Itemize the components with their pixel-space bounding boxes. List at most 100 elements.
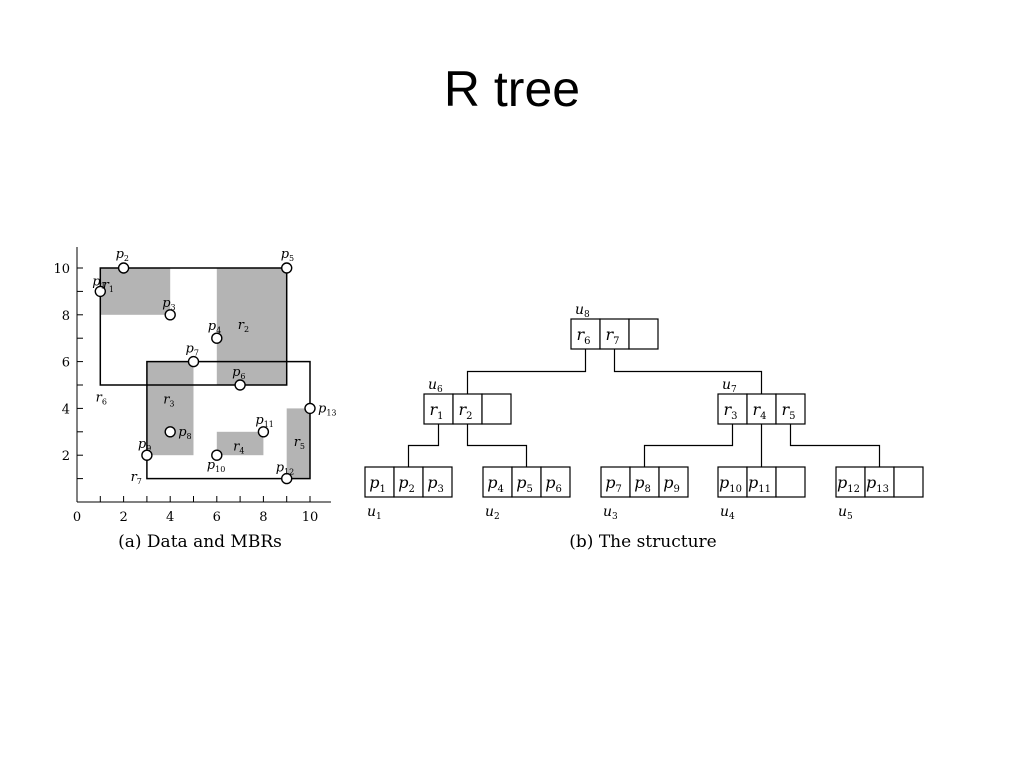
node-slot	[511, 466, 542, 498]
entry-p5: p5	[516, 473, 533, 495]
node-slot	[717, 466, 748, 498]
point-p12	[281, 472, 293, 485]
node-label-u8: u8	[575, 302, 590, 320]
node-slot	[658, 466, 689, 498]
point-label-p5: p5	[281, 247, 294, 263]
tree-edge	[466, 424, 528, 467]
mbr-label-r5: r5	[294, 435, 305, 451]
mbr-label-r1: r1	[103, 278, 114, 294]
panel-b-caption: (b) The structure	[569, 532, 716, 552]
entry-p12: p12	[837, 473, 860, 495]
node-slot	[599, 318, 630, 350]
mbr-r3	[146, 361, 194, 456]
entry-p13: p13	[866, 473, 889, 495]
node-label-u7: u7	[722, 377, 737, 395]
node-slot	[481, 393, 512, 425]
point-label-p11: p11	[255, 413, 274, 429]
entry-p9: p9	[663, 473, 680, 495]
mbr-r7	[146, 360, 311, 480]
point-p5	[281, 262, 293, 274]
entry-p11: p11	[748, 473, 771, 495]
node-label-u3: u3	[603, 504, 618, 522]
entry-r2: r2	[458, 400, 472, 422]
x-tick-label: 8	[259, 510, 267, 525]
point-label-p3: p3	[162, 296, 175, 312]
mbr-label-r3: r3	[163, 393, 174, 409]
point-label-p4: p4	[208, 319, 221, 335]
point-label-p1: p1	[92, 274, 105, 290]
point-p1	[94, 285, 107, 298]
node-slot	[628, 318, 659, 350]
node-slot	[893, 466, 924, 498]
point-p3	[164, 309, 176, 321]
node-label-u1: u1	[367, 504, 382, 522]
entry-r3: r3	[723, 400, 737, 422]
point-p6	[234, 379, 246, 391]
tree-edge	[643, 424, 734, 467]
entry-r4: r4	[752, 400, 766, 422]
mbr-r5	[286, 408, 310, 479]
point-p8	[164, 426, 176, 438]
node-u5: p12 p13 u5	[835, 466, 924, 522]
point-label-p12: p12	[276, 461, 295, 477]
node-slot	[864, 466, 895, 498]
point-label-p2: p2	[116, 247, 129, 263]
mbr-r4	[216, 431, 264, 456]
point-p7	[187, 355, 200, 368]
mbr-label-r6: r6	[96, 390, 107, 406]
x-tick-label: 10	[302, 510, 319, 525]
y-tick-label: 2	[62, 449, 70, 464]
point-p11	[257, 426, 270, 438]
y-tick-label: 4	[62, 402, 70, 417]
point-p9	[141, 449, 153, 461]
entry-p7: p7	[605, 473, 622, 495]
point-label-p6: p6	[232, 365, 245, 381]
entry-p10: p10	[719, 473, 742, 495]
tree-edge	[613, 349, 763, 394]
node-label-u5: u5	[838, 504, 853, 522]
point-p10	[211, 449, 223, 461]
entry-p2: p2	[398, 473, 415, 495]
entry-p4: p4	[487, 473, 504, 495]
entry-r6: r6	[576, 325, 590, 347]
panel-a-caption: (a) Data and MBRs	[118, 532, 282, 552]
point-label-p8: p8	[178, 425, 191, 441]
node-label-u6: u6	[428, 377, 443, 395]
entry-r5: r5	[781, 400, 795, 422]
y-tick-label: 10	[53, 262, 70, 277]
node-label-u2: u2	[485, 504, 500, 522]
point-label-p9: p9	[138, 437, 151, 453]
node-slot	[775, 466, 806, 498]
entry-p3: p3	[427, 473, 444, 495]
entry-p6: p6	[545, 473, 562, 495]
y-tick-label: 8	[62, 309, 70, 324]
mbr-r1	[100, 268, 171, 315]
node-label-u4: u4	[720, 504, 735, 522]
x-tick-label: 6	[213, 510, 221, 525]
mbr-r6	[99, 267, 288, 386]
node-u2: p4 p5 p6 u2	[482, 466, 571, 522]
node-slot	[482, 466, 513, 498]
tree-edge	[466, 349, 587, 394]
node-u4: p10 p11 u4	[717, 466, 806, 522]
mbr-label-r4: r4	[233, 440, 244, 456]
node-slot	[423, 393, 454, 425]
tree-edge	[407, 424, 440, 467]
point-label-p10: p10	[207, 458, 226, 474]
tree-edge	[789, 424, 881, 467]
point-label-p7: p7	[186, 342, 199, 358]
node-slot	[540, 466, 571, 498]
node-slot	[452, 393, 483, 425]
x-tick-label: 4	[166, 510, 174, 525]
node-slot	[422, 466, 453, 498]
y-tick-label: 6	[62, 356, 70, 371]
node-u7: r3 r4 r5 u7	[717, 377, 806, 425]
mbr-r2	[216, 268, 287, 385]
node-slot	[835, 466, 866, 498]
